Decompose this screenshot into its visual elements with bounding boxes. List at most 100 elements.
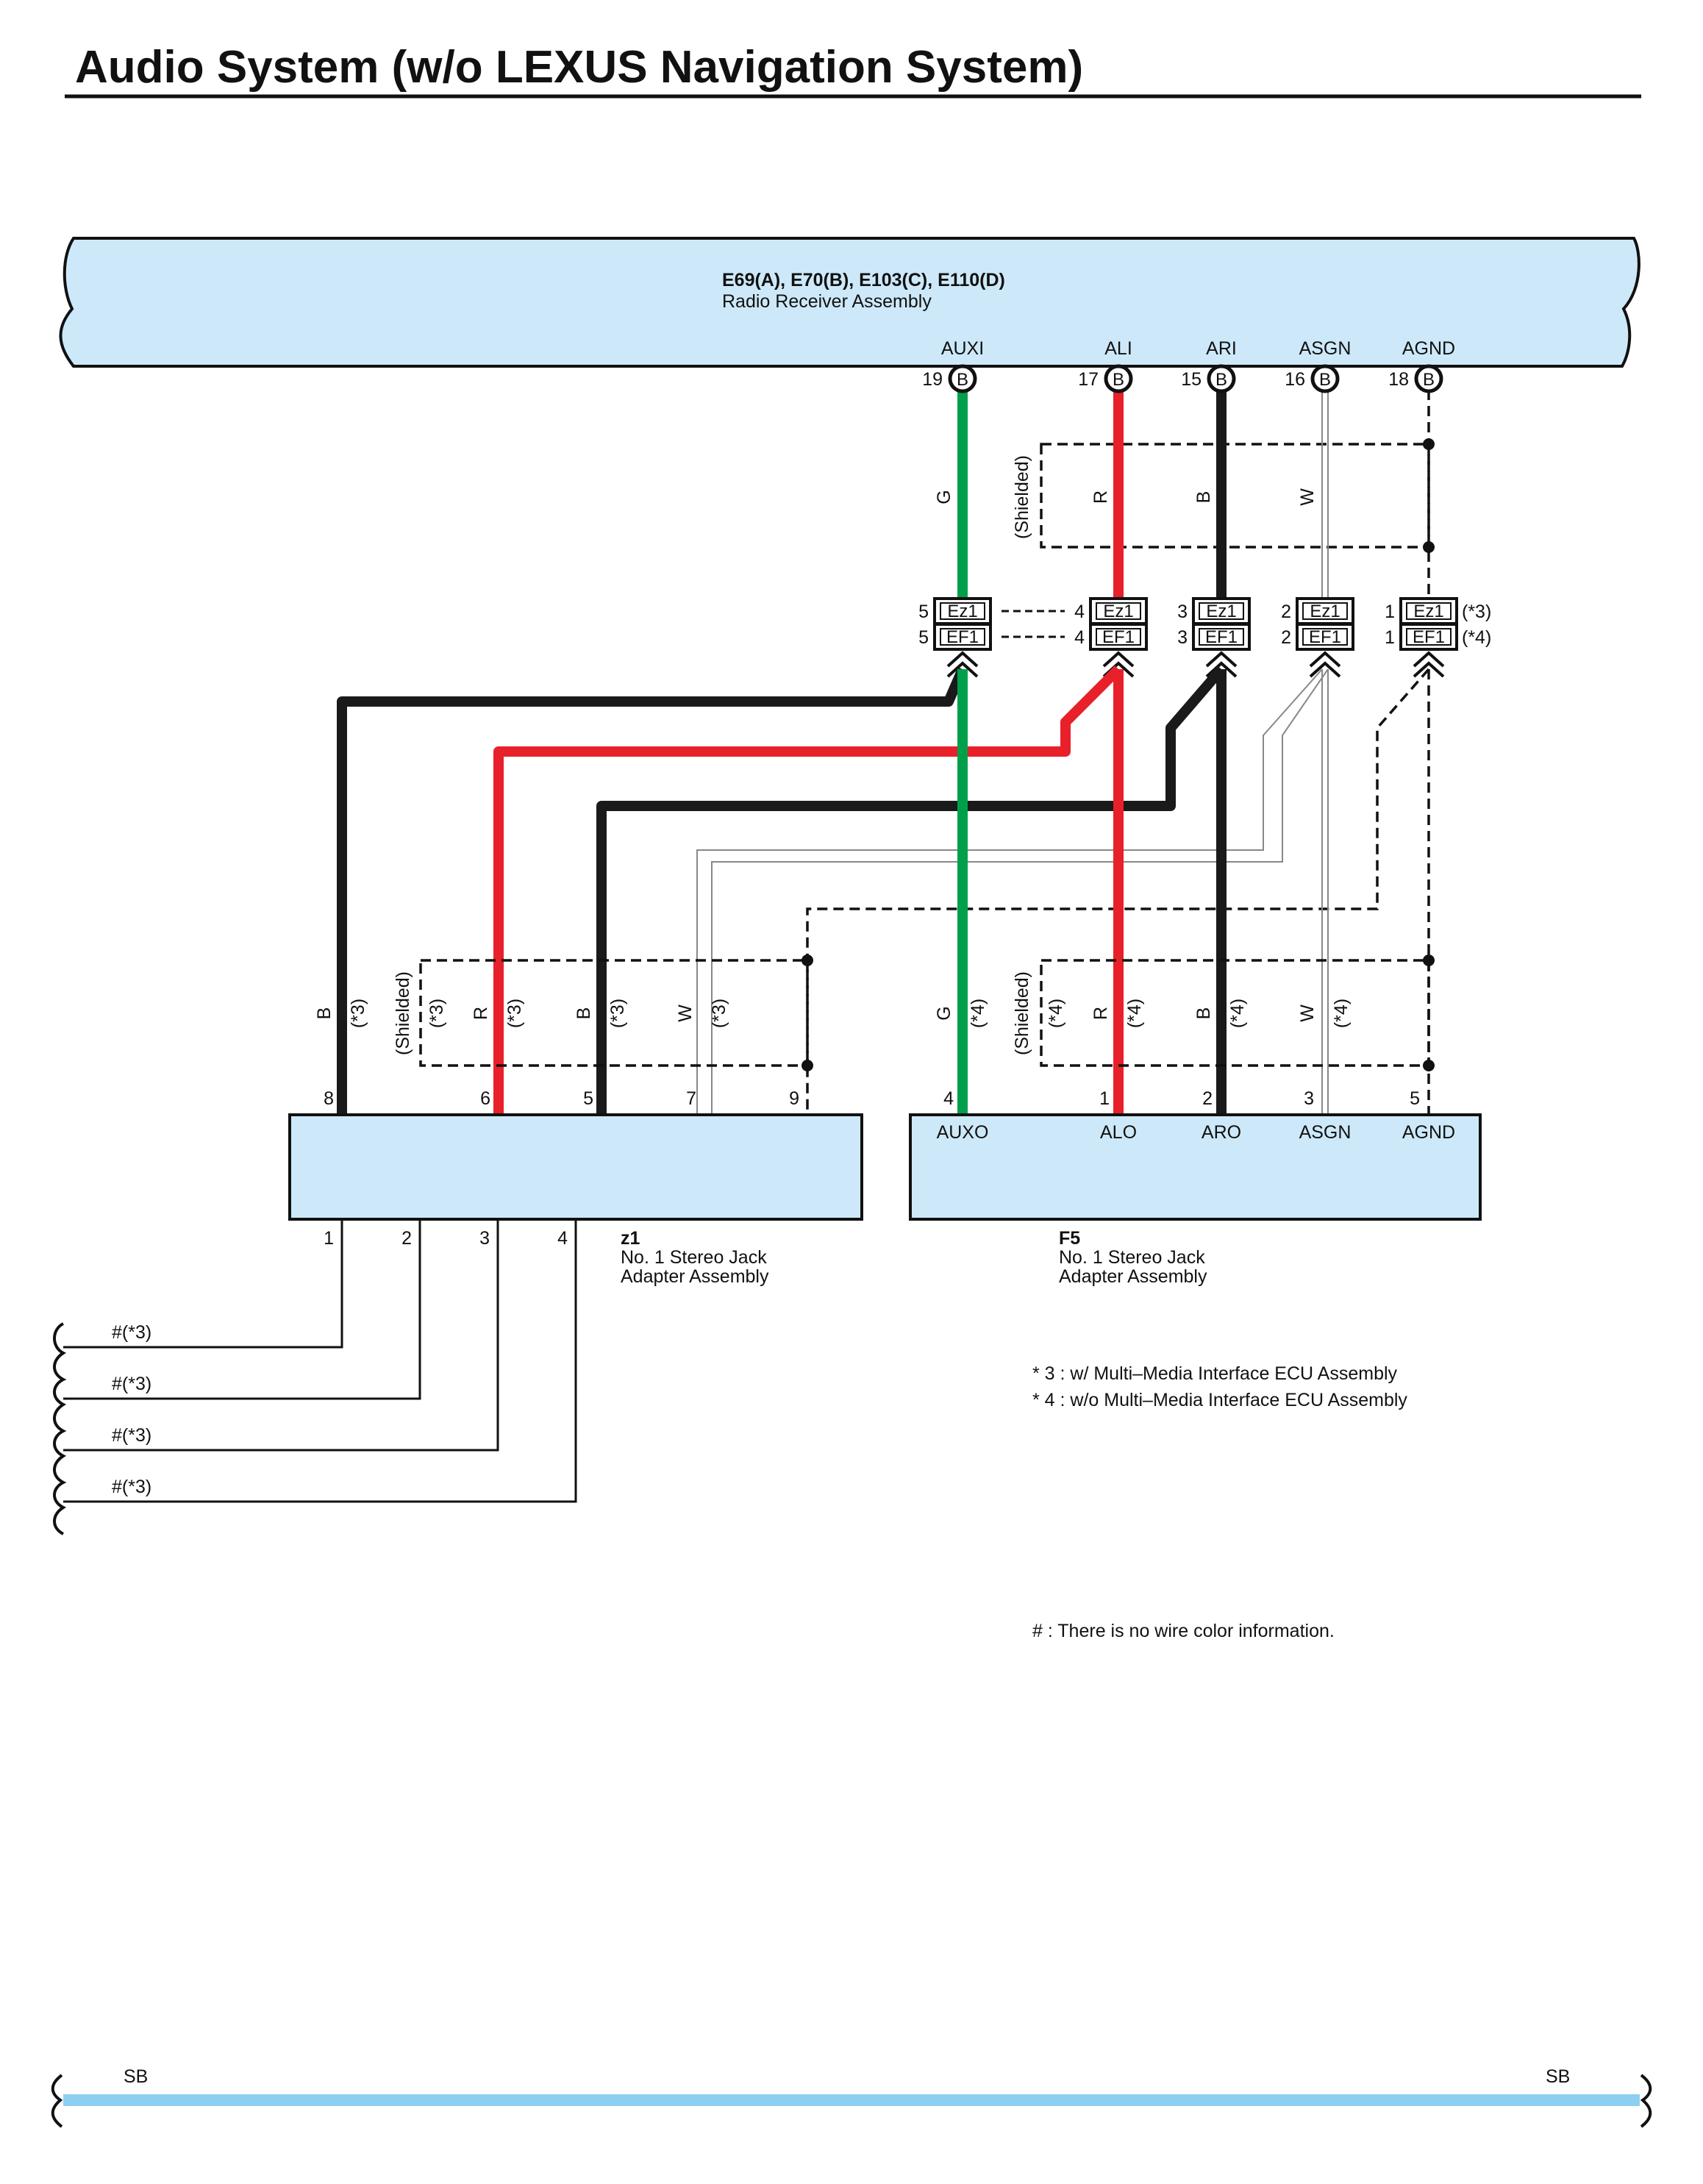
z1-pin-9: 9 [789,1088,799,1109]
junction-ez1-pin-2: Ez1 2 [1281,597,1354,625]
f5-pin-5: 5 [1410,1088,1420,1109]
continuation-brace [53,1322,67,1535]
junction-pin-number: 2 [1281,627,1291,648]
f5-name-line2: Adapter Assembly [1059,1266,1207,1287]
radio-connector-codes: E69(A), E70(B), E103(C), E110(D) [722,270,1005,290]
f5-name-line1: No. 1 Stereo Jack [1059,1247,1205,1268]
junction-pin-number: 4 [1074,627,1085,648]
z1-output-wire-3 [63,1219,499,1452]
z1-pin-3: 3 [479,1228,490,1249]
wire-note-label: (*3) [709,999,729,1028]
junction-pin-number: 5 [918,627,929,648]
junction-ef1-pin-2: EF1 2 [1281,623,1354,651]
wire-color-label: B [574,1007,594,1020]
wire-note-label: (*4) [1124,999,1145,1028]
junction-code-label: EF1 [1413,627,1445,647]
f5-code: F5 [1059,1228,1080,1249]
junction-pin-number: 5 [918,602,929,622]
footer-label-left: SB [124,2066,148,2087]
wire-note-label: (*3) [348,999,368,1028]
f5-pin-4: 4 [943,1088,954,1109]
f5-terminal-auxo: AUXO [937,1122,989,1143]
wire-color-label: R [1090,1007,1111,1020]
wire-color-label: B [1193,1007,1214,1020]
z1-name-line2: Adapter Assembly [621,1266,769,1287]
junction-code-label: Ez1 [1413,602,1443,621]
f5-shield-node-top [1423,954,1435,966]
z1-output-wire-2 [63,1219,421,1400]
wire-note-label: (*3) [607,999,628,1028]
wire-z1-7-white-a [696,668,1323,1115]
z1-shield-node-top [801,954,813,966]
z1-pin-2: 2 [401,1228,412,1249]
svg-text:B: B [1319,370,1331,390]
note-star-4: * 4 : w/o Multi–Media Interface ECU Asse… [1032,1390,1407,1410]
footer-label-right: SB [1546,2066,1570,2087]
z1-name-line1: No. 1 Stereo Jack [621,1247,767,1268]
f5-pin-1: 1 [1099,1088,1110,1109]
f5-terminal-asgn: ASGN [1299,1122,1352,1143]
footer-left-brace [51,2074,63,2128]
radio-pin-auxi: B 19 [922,364,977,393]
wire-color-label: B [314,1007,335,1020]
shielded-label: (Shielded) [1012,455,1032,539]
wire-note-label: (*4) [968,999,988,1028]
junction-code-label: EF1 [1309,627,1341,647]
f5-shield-node-bottom [1423,1060,1435,1071]
junction-code-label: EF1 [946,627,979,647]
radio-receiver-box [59,237,1640,368]
wire-z1-5-black [596,665,1226,1115]
z1-shield-box [419,959,809,1067]
wire-z1-8-black [337,667,968,1115]
pin-number: 15 [1181,369,1202,390]
note-star-3: * 3 : w/ Multi–Media Interface ECU Assem… [1032,1363,1398,1384]
wire-color-label: R [1090,490,1111,504]
radio-pin-ari: B 15 [1181,364,1236,393]
terminal-ari: ARI [1206,338,1237,359]
wire-z1-6-red [493,665,1122,1115]
z1-pin-4: 4 [557,1228,568,1249]
pin-number: 16 [1285,369,1305,390]
pin-number: 19 [922,369,943,390]
z1-output-wire-1 [63,1219,343,1349]
f5-pin-2: 2 [1202,1088,1213,1109]
pin-number: 17 [1078,369,1099,390]
z1-pin-1: 1 [324,1228,334,1249]
svg-text:B: B [1423,370,1435,390]
connector-chevron-icon [1413,651,1445,678]
wire-color-label: G [934,1006,954,1020]
terminal-ali: ALI [1104,338,1132,359]
svg-text:B: B [1113,370,1124,390]
junction-code-label: Ez1 [1310,602,1340,621]
wire-note-label: (*4) [1227,999,1248,1028]
z1-component-box [288,1113,863,1221]
wire-note-label: (*4) [1331,999,1352,1028]
connector-chevron-icon [1309,651,1341,678]
z1-pin-7: 7 [686,1088,696,1109]
wire-color-label: B [1193,491,1214,504]
shielded-label: (Shielded) [1012,971,1032,1055]
note-hash: # : There is no wire color information. [1032,1621,1335,1641]
pin-number: 18 [1388,369,1409,390]
f5-terminal-alo: ALO [1100,1122,1137,1143]
junction-ef1-pin-5: EF1 5 [918,623,992,651]
terminal-agnd: AGND [1402,338,1455,359]
connector-chevron-icon [1205,651,1238,678]
svg-text:B: B [957,370,968,390]
z1-output-label-2: #(*3) [112,1374,151,1394]
z1-output-wire-4 [63,1219,577,1503]
z1-output-label-3: #(*3) [112,1425,151,1446]
f5-shield-box [1040,959,1430,1067]
junction-pin-number: 3 [1177,627,1188,648]
radio-pin-ali: B 17 [1078,364,1133,393]
wire-z1-7-white-b [711,668,1329,1115]
junction-pin-number: 2 [1281,602,1291,622]
z1-output-label-4: #(*3) [112,1477,151,1497]
connector-chevron-icon [946,651,979,678]
wire-note-label: (*3) [426,999,447,1028]
